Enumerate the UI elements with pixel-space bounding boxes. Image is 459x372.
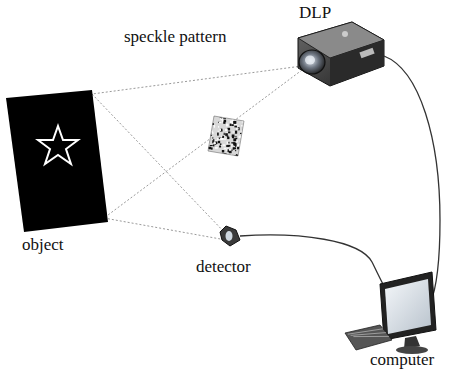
star-object <box>38 126 78 164</box>
speckle-pattern-label: speckle pattern <box>124 28 226 47</box>
speckle-patch <box>200 110 250 162</box>
computer-symbol <box>345 272 436 354</box>
object-label: object <box>22 236 64 255</box>
computer-label: computer <box>370 351 434 370</box>
dlp-label: DLP <box>299 4 331 23</box>
dlp-projector <box>298 22 384 86</box>
object-panel <box>6 90 108 232</box>
detector-symbol <box>220 226 240 246</box>
detector-label: detector <box>196 258 251 277</box>
cable <box>240 56 440 306</box>
light-path <box>92 66 302 240</box>
